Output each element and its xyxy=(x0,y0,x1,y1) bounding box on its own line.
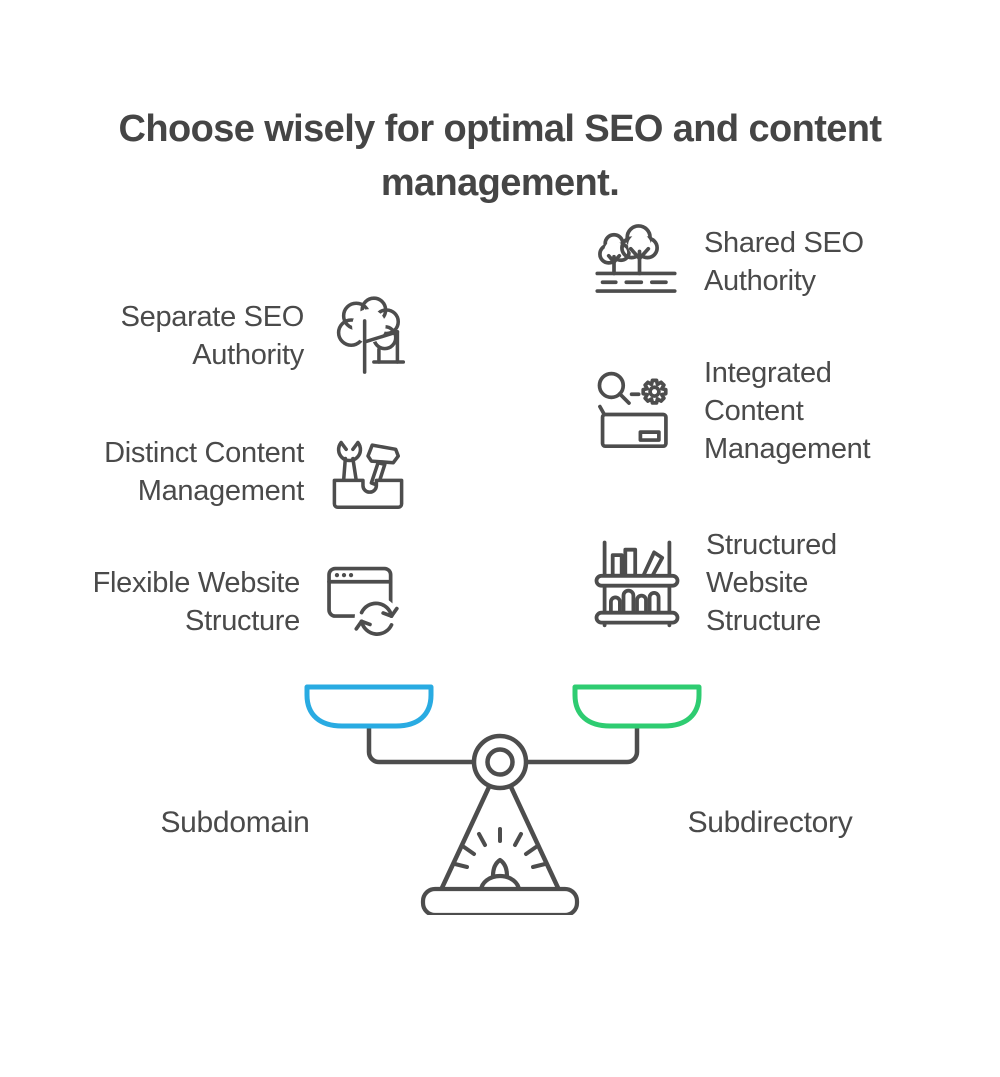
stand-right-side xyxy=(508,784,562,893)
lamp-body xyxy=(490,857,510,892)
stand-left-side xyxy=(438,784,492,893)
feature-label: Separate SEO Authority xyxy=(120,300,305,371)
balance-scale xyxy=(290,680,710,918)
right-beam-arm xyxy=(523,723,640,765)
feature-label: Flexible Website Structure xyxy=(92,566,301,637)
browser-refresh-icon xyxy=(322,558,410,646)
feature-label: Structured Website Structure xyxy=(706,528,837,638)
feature-integrated-content-management: Integrated Content Management xyxy=(592,352,960,470)
feature-separate-seo-authority: Separate SEO Authority xyxy=(58,288,410,384)
search-gear-icon xyxy=(592,367,680,455)
feature-structured-website-structure: Structured Website Structure xyxy=(592,524,960,642)
lamp-rays xyxy=(453,827,547,869)
toolbox-icon xyxy=(326,430,410,514)
page-title: Choose wisely for optimal SEO and conten… xyxy=(118,108,883,204)
bookshelf-icon xyxy=(592,538,682,628)
scale-base xyxy=(420,886,580,918)
pivot-inner-ring xyxy=(485,747,515,777)
subdomain-label: Subdomain xyxy=(160,806,310,839)
feature-label: Distinct Content Management xyxy=(104,436,304,507)
two-trees-road-icon xyxy=(592,218,680,306)
pivot-outer-ring xyxy=(471,733,529,791)
single-tree-icon xyxy=(326,294,410,378)
subdirectory-pan xyxy=(572,684,702,729)
feature-flexible-website-structure: Flexible Website Structure xyxy=(58,552,410,652)
feature-label: Shared SEO Authority xyxy=(704,226,864,297)
feature-shared-seo-authority: Shared SEO Authority xyxy=(592,212,960,312)
feature-distinct-content-management: Distinct Content Management xyxy=(58,424,410,520)
left-beam-arm xyxy=(366,723,477,765)
feature-label: Integrated Content Management xyxy=(704,356,871,466)
subdomain-pan xyxy=(304,684,434,729)
subdirectory-label: Subdirectory xyxy=(687,806,853,839)
